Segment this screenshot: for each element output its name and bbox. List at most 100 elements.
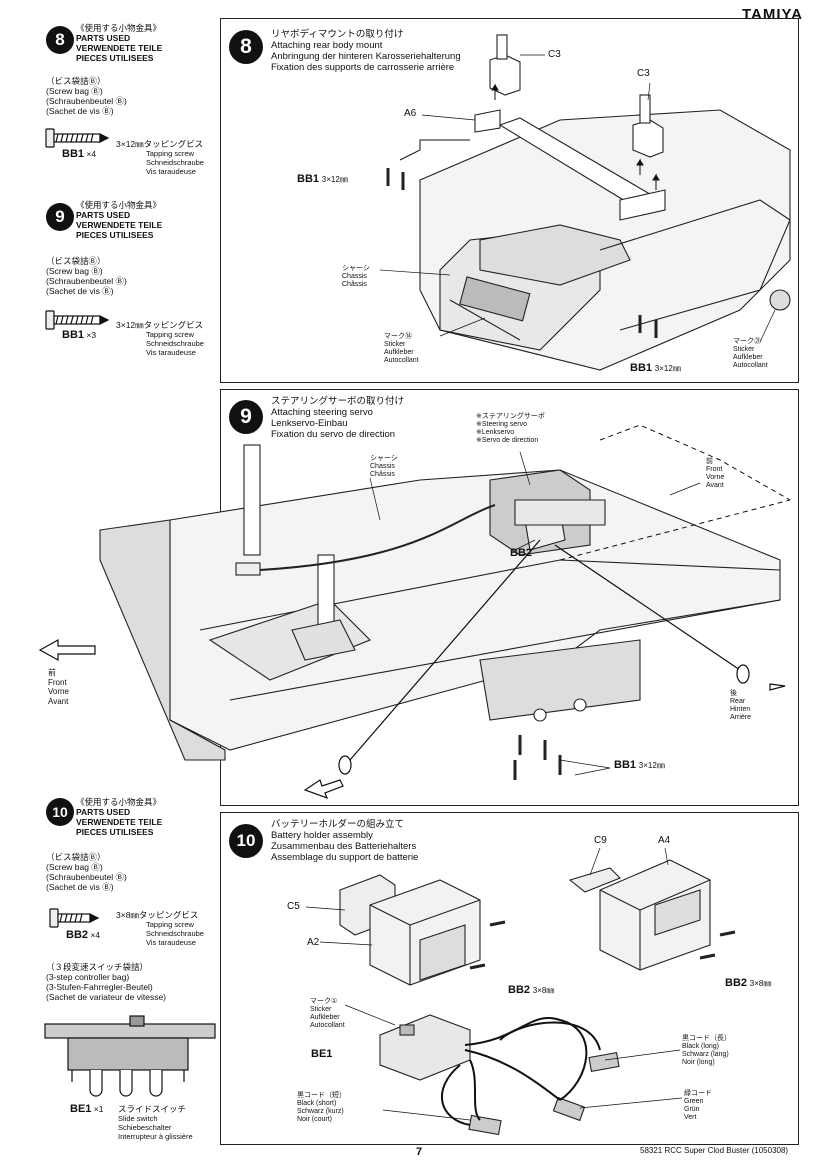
part-size: 3×12㎜ xyxy=(321,175,348,184)
mark-de: Aufkleber xyxy=(733,354,763,361)
panel8-label-chassis: シャーシ Chassis Châssis xyxy=(342,265,370,289)
title-jp: バッテリーホルダーの組み立て xyxy=(271,819,405,830)
front-en: Front xyxy=(706,466,723,473)
bag-fr: (Sachet de vis Ⓑ) xyxy=(46,106,114,116)
part-qty: ×3 xyxy=(86,330,97,340)
panel10-label-be1: BE1 xyxy=(311,1048,332,1060)
sidebar-step10-desc: 3×8㎜タッピングビス Tapping screw Schneidschraub… xyxy=(116,910,204,947)
part-code: BB1 xyxy=(297,173,320,185)
leader-lines xyxy=(305,847,683,1121)
panel9-label-chassis: シャーシ Chassis Châssis xyxy=(370,455,398,479)
wire-fr: Vert xyxy=(684,1114,697,1121)
bag-fr: (Sachet de vis Ⓑ) xyxy=(46,286,114,296)
panel8-label-bb1-right: BB1 3×12㎜ xyxy=(630,362,681,374)
bag-jp: （ビス袋詰Ⓑ） xyxy=(46,852,106,862)
title-en: Attaching steering servo xyxy=(271,407,373,418)
panel10-label-a4: A4 xyxy=(658,835,671,846)
desc-jp: 3×8㎜タッピングビス xyxy=(116,910,199,920)
panel9-title: ステアリングサーボの取り付け Attaching steering servo … xyxy=(271,396,404,440)
title-en: Attaching rear body mount xyxy=(271,40,383,51)
switch-fr: Interrupteur à glissière xyxy=(118,1132,193,1141)
title-en: Battery holder assembly xyxy=(271,830,373,841)
wire-en: Green xyxy=(684,1098,704,1105)
sidebar-step8-number: 8 xyxy=(46,26,74,54)
bag-de: (Schraubenbeutel Ⓑ) xyxy=(46,96,127,106)
bag-en: (Screw bag Ⓑ) xyxy=(46,862,103,872)
front-jp: 前 xyxy=(706,458,713,465)
footer-code: 58321 RCC Super Clod Buster (1050308) xyxy=(640,1146,789,1155)
switch-en: Slide switch xyxy=(118,1114,158,1123)
wire-fr: Noir (long) xyxy=(682,1059,715,1066)
panel9-label-bb2: BB2 xyxy=(510,547,532,559)
panel8-label-a6: A6 xyxy=(404,108,417,119)
wire-jp: 黒コード（長） xyxy=(682,1035,731,1042)
chassis-jp: シャーシ xyxy=(370,455,398,462)
front-de: Vorne xyxy=(706,474,725,481)
wire-jp: 黒コード（短） xyxy=(297,1092,346,1099)
bag-jp: （ビス袋詰Ⓑ） xyxy=(46,256,106,266)
wire-fr: Noir (court) xyxy=(297,1116,333,1123)
desc-jp: 3×12㎜タッピングビス xyxy=(116,139,204,149)
parts-de: VERWENDETE TEILE xyxy=(76,817,163,827)
part-size: 3×8㎜ xyxy=(749,979,772,988)
panel10-label-green: 緑コード Green Grün Vert xyxy=(684,1090,712,1122)
mark-de: Aufkleber xyxy=(310,1014,340,1021)
desc-en: Tapping screw xyxy=(146,920,194,929)
wire-de: Schwarz (kurz) xyxy=(297,1108,344,1115)
title-de: Anbringung der hinteren Karosseriehalter… xyxy=(271,51,461,62)
bag-fr: (Sachet de vis Ⓑ) xyxy=(46,882,114,892)
part-size: 3×12㎜ xyxy=(638,761,665,770)
parts-en: PARTS USED xyxy=(76,33,131,43)
desc-fr: Vis taraudeuse xyxy=(146,167,196,176)
panel8-label-c3b: C3 xyxy=(637,68,650,79)
assembly-arrows xyxy=(399,83,660,190)
rear-jp: 後 xyxy=(730,690,737,697)
front-fr: Avant xyxy=(706,482,724,489)
wire-jp: 緑コード xyxy=(684,1090,712,1097)
sidebar-step10-switch-code: BE1 ×1 xyxy=(70,1103,103,1115)
servo-jp: ※ステアリングサーボ xyxy=(476,413,545,420)
rear-de: Hinten xyxy=(730,706,751,713)
parts-de: VERWENDETE TEILE xyxy=(76,43,163,53)
desc-fr: Vis taraudeuse xyxy=(146,348,196,357)
mark-en: Sticker xyxy=(384,341,406,348)
parts-jp: 《使用する小物金具》 xyxy=(76,23,162,33)
mark-de: Aufkleber xyxy=(384,349,414,356)
servo-de: ※Lenkservo xyxy=(476,429,515,436)
panel9-label-rear: 後 Rear Hinten Arrière xyxy=(730,690,751,722)
arrow-front-icon xyxy=(38,638,96,662)
switch-jp: スライドスイッチ xyxy=(118,1104,187,1114)
bag-en: (Screw bag Ⓑ) xyxy=(46,86,103,96)
arrow-front-small-icon xyxy=(303,779,344,800)
part-code: BB2 xyxy=(725,977,748,989)
rear-fr: Arrière xyxy=(730,714,752,721)
panel10-label-bb2-left: BB2 3×8㎜ xyxy=(508,984,554,996)
part-qty: ×4 xyxy=(86,149,97,159)
panel8-label-mark21: マーク㉑ Sticker Aufkleber Autocollant xyxy=(733,338,768,370)
parts-de: VERWENDETE TEILE xyxy=(76,220,163,230)
sidebar-step10-number: 10 xyxy=(46,798,74,826)
part-code: BB1 xyxy=(62,148,85,160)
panel-step10 xyxy=(220,812,799,1145)
sidebar-step9-parts: 《使用する小物金具》 PARTS USED VERWENDETE TEILE P… xyxy=(76,200,162,240)
sidebar-step10-switch-desc: スライドスイッチ Slide switch Schiebeschalter In… xyxy=(118,1104,193,1141)
desc-jp: 3×12㎜タッピングビス xyxy=(116,320,204,330)
chassis-jp: シャーシ xyxy=(342,265,370,272)
panel10-label-bb2-right: BB2 3×8㎜ xyxy=(725,977,771,989)
panel10-title: バッテリーホルダーの組み立て Battery holder assembly Z… xyxy=(271,819,418,863)
part-code: BB1 xyxy=(614,759,637,771)
page-number: 7 xyxy=(416,1146,423,1158)
direction-arrows xyxy=(38,638,786,800)
panel8-title: リヤボディマウントの取り付け Attaching rear body mount… xyxy=(271,29,461,73)
panel9-label-front-right: 前 Front Vorne Avant xyxy=(706,458,724,490)
mark-en: Sticker xyxy=(310,1006,332,1013)
sidebar-step9-bag: （ビス袋詰Ⓑ） (Screw bag Ⓑ) (Schraubenbeutel Ⓑ… xyxy=(46,256,127,296)
parts-fr: PIECES UTILISEES xyxy=(76,53,154,63)
slide-switch-icon xyxy=(44,1015,216,1097)
switch-code: BE1 xyxy=(70,1103,92,1115)
part-size: 3×12㎜ xyxy=(654,364,681,373)
mark-jp: マーク① xyxy=(310,998,338,1005)
